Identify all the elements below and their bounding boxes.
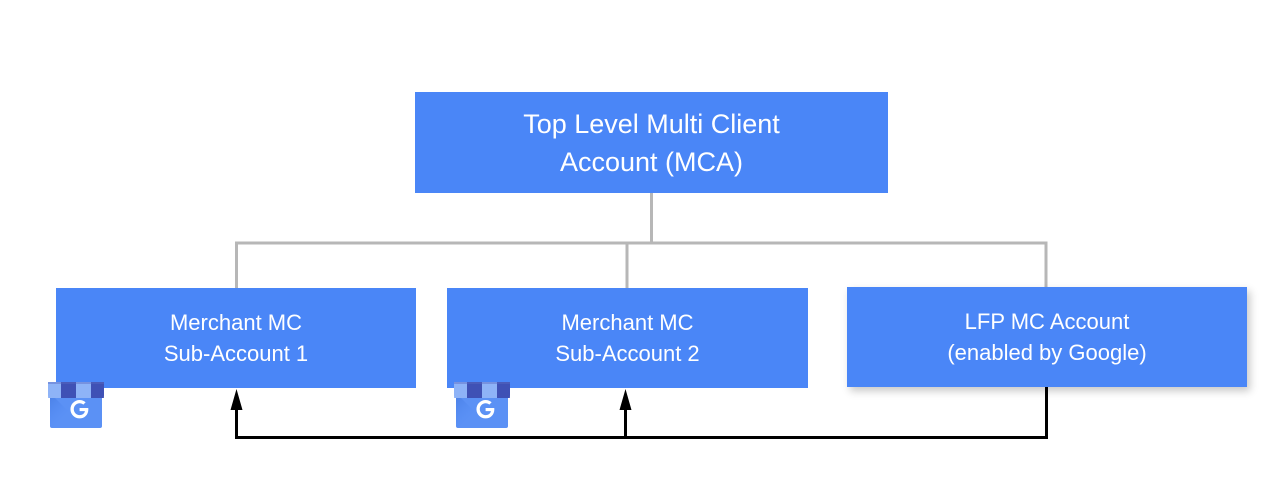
feed-arrow-group [235, 387, 1048, 439]
node-lfp-line1: LFP MC Account [964, 309, 1130, 334]
tree-connector-group [235, 193, 1048, 289]
google-my-business-storefront-icon [48, 382, 104, 428]
node-lfp-mc-account[interactable]: LFP MC Account (enabled by Google) [847, 287, 1247, 387]
google-my-business-storefront-icon [454, 382, 510, 428]
google-g-letter [70, 400, 89, 419]
node-sub2-line1: Merchant MC [561, 310, 694, 335]
node-top-line2: Account (MCA) [559, 146, 744, 177]
node-sub2-line2: Sub-Account 2 [555, 341, 700, 366]
node-sub1-line2: Sub-Account 1 [163, 341, 309, 366]
node-lfp-line2: (enabled by Google) [947, 340, 1147, 365]
feed-arrowheads [230, 389, 632, 410]
node-merchant-mc-sub-account-1[interactable]: Merchant MC Sub-Account 1 [56, 288, 416, 388]
node-top-line1: Top Level Multi Client [523, 108, 780, 139]
arrowhead-to-sub2 [619, 389, 632, 410]
node-merchant-mc-sub-account-2[interactable]: Merchant MC Sub-Account 2 [447, 288, 808, 388]
node-top-level-mca[interactable]: Top Level Multi Client Account (MCA) [415, 92, 888, 193]
node-sub1-line1: Merchant MC [169, 310, 303, 335]
google-g-letter [476, 400, 495, 419]
arrowhead-to-sub1 [230, 389, 243, 410]
